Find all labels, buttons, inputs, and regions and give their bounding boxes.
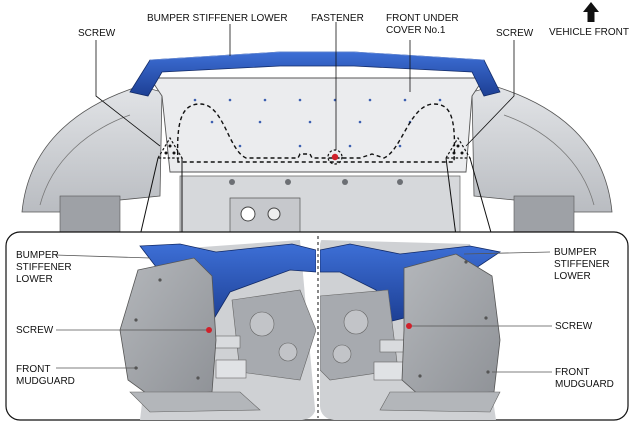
right-leader-lines <box>412 251 552 373</box>
right-label-bumper-line3: LOWER <box>554 271 591 282</box>
left-wheel-well <box>21 85 163 213</box>
left-label-bumper-line2: STIFFENER <box>16 262 72 273</box>
vehicle-front-arrow-icon <box>583 2 599 22</box>
right-screw-icon <box>406 323 412 329</box>
detail-left <box>119 240 316 420</box>
left-leader-lines <box>54 254 206 369</box>
label-front-under-cover-line1: FRONT UNDER <box>386 13 459 24</box>
underbody <box>179 175 461 233</box>
right-label-bumper-line2: STIFFENER <box>554 259 610 270</box>
label-front-under-cover-line2: COVER No.1 <box>386 25 446 36</box>
screw-marker-left <box>156 136 184 159</box>
label-fastener: FASTENER <box>311 13 364 24</box>
left-label-bumper-line1: BUMPER <box>16 250 59 261</box>
top-view: BUMPER STIFFENER LOWER FASTENER FRONT UN… <box>21 2 629 237</box>
fastener-marker <box>327 149 343 165</box>
fastener-outline <box>176 103 456 163</box>
detail-right <box>320 240 502 420</box>
right-engine-parts <box>320 289 407 381</box>
left-screw-icon <box>206 327 212 333</box>
right-label-bumper-line1: BUMPER <box>554 247 597 258</box>
label-screw-right: SCREW <box>496 28 534 39</box>
right-wheel-well <box>471 85 613 213</box>
left-label-bumper-line3: LOWER <box>16 274 53 285</box>
left-engine-parts <box>213 289 316 381</box>
left-label-mudguard-line2: MUDGUARD <box>16 376 75 387</box>
right-label-screw: SCREW <box>555 321 593 332</box>
label-screw-left: SCREW <box>78 28 116 39</box>
tow-hook-area <box>229 197 301 233</box>
left-label-mudguard-line1: FRONT <box>16 364 50 375</box>
right-label-mudguard-line2: MUDGUARD <box>555 379 614 390</box>
screw-marker-right <box>444 136 472 159</box>
right-front-mudguard <box>401 253 501 397</box>
left-label-screw: SCREW <box>16 325 54 336</box>
underbody-bolts <box>229 179 403 185</box>
right-label-mudguard-line1: FRONT <box>555 367 589 378</box>
top-leader-lines <box>95 22 515 150</box>
left-tire <box>59 195 121 233</box>
label-bumper-stiffener-lower: BUMPER STIFFENER LOWER <box>147 13 288 24</box>
right-tire <box>513 195 575 233</box>
label-vehicle-front: VEHICLE FRONT <box>549 27 629 38</box>
